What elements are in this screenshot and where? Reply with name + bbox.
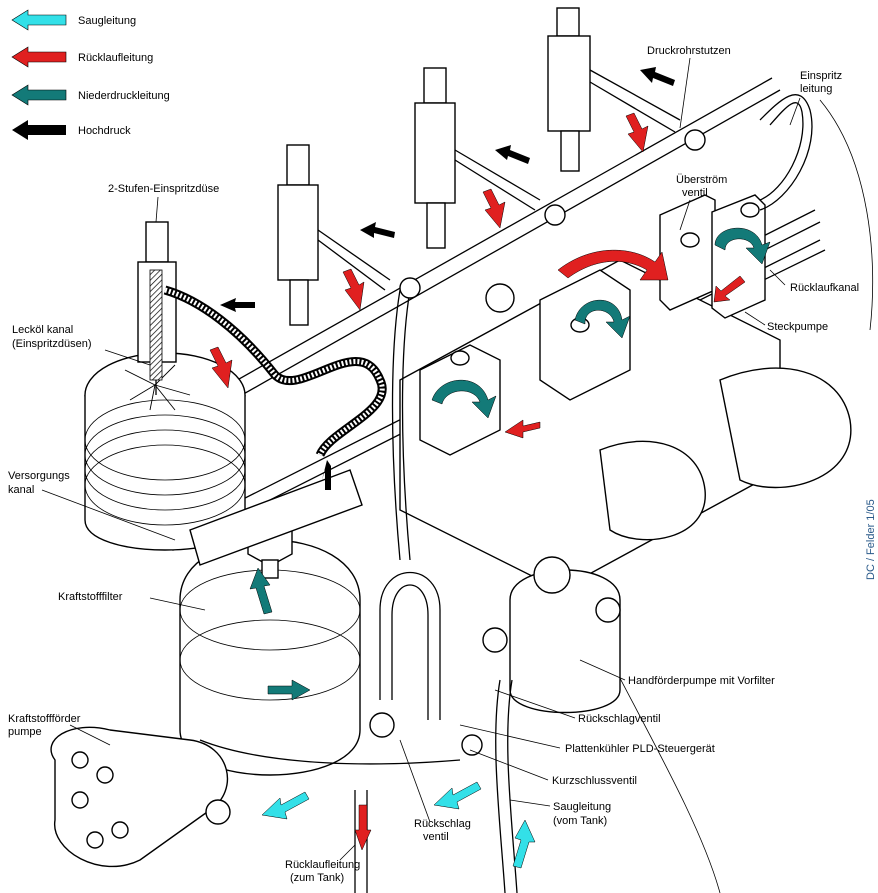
legend-label: Rücklaufleitung [78, 52, 153, 64]
label-kurzschlussventil: Kurzschlussventil [552, 775, 637, 787]
label-kraftstofffilter: Kraftstofffilter [58, 591, 123, 603]
black-arrow-icon [495, 145, 530, 164]
black-arrow-icon [360, 222, 395, 238]
label-ruecklaufleitung-1: Rücklaufleitung [285, 859, 360, 871]
label-versorgung-2: kanal [8, 484, 34, 496]
label-foerderpumpe-2: pumpe [8, 726, 42, 738]
teal-arrow-icon [431, 379, 497, 419]
legend-item-ruecklaufleitung: Rücklaufleitung [11, 46, 153, 68]
hand-priming-pump [482, 556, 621, 714]
red-arrow-icon [11, 46, 67, 68]
engine-drawing [50, 7, 874, 893]
labels: Druckrohrstutzen Einspritz leitung 2-Stu… [8, 45, 877, 884]
flow-arrows [209, 67, 771, 869]
cylinder-piston [84, 352, 246, 551]
label-einspritzleitung-1: Einspritz [800, 70, 842, 82]
teal-arrow-icon [267, 679, 311, 701]
feed-pump [50, 726, 231, 868]
label-saugleitung-2: (vom Tank) [553, 815, 607, 827]
black-arrow-icon [220, 298, 255, 312]
teal-arrow-icon [11, 84, 67, 106]
fuel-filter [179, 469, 363, 776]
label-ueberstrom-1: Überström [676, 174, 727, 186]
label-handfoerderpumpe: Handförderpumpe mit Vorfilter [628, 675, 775, 687]
label-saugleitung-1: Saugleitung [553, 801, 611, 813]
label-ueberstrom-2: ventil [682, 187, 708, 199]
legend: Saugleitung Rücklaufleitung Niederdruckl… [11, 9, 170, 140]
legend-label: Saugleitung [78, 15, 136, 27]
pipe-network [199, 94, 813, 893]
injector-4 [547, 7, 681, 172]
cyan-arrow-icon [433, 781, 482, 810]
black-arrow-icon [640, 67, 675, 86]
label-rueckschlag-2: ventil [423, 831, 449, 843]
red-arrow-icon [713, 275, 746, 303]
pump-block [399, 194, 852, 591]
label-leckoel-1: Lecköl kanal [12, 324, 73, 336]
injector-2stage [137, 221, 177, 395]
label-ruecklaufleitung-2: (zum Tank) [290, 872, 344, 884]
red-arrow-icon [504, 419, 541, 439]
label-plattenkuehler: Plattenkühler PLD-Steuergerät [565, 743, 715, 755]
legend-item-saugleitung: Saugleitung [11, 9, 136, 31]
teal-arrow-icon [714, 227, 771, 265]
label-leckoel-2: (Einspritzdüsen) [12, 338, 91, 350]
outline-arc [819, 99, 874, 331]
leader-lines [41, 57, 801, 861]
label-foerderpumpe-1: Kraftstoffförder [8, 713, 81, 725]
black-arrow-icon [322, 460, 331, 490]
legend-label: Niederdruckleitung [78, 90, 170, 102]
cyan-arrow-icon [11, 9, 67, 31]
label-2-stufen-einspritzduese: 2-Stufen-Einspritzdüse [108, 183, 219, 195]
side-note: DC / Felder 1/05 [865, 499, 877, 580]
red-arrow-icon [354, 804, 372, 851]
red-arrow-icon [342, 268, 365, 311]
red-arrow-icon [209, 346, 233, 389]
teal-arrow-icon [249, 567, 273, 615]
legend-item-niederdruckleitung: Niederdruckleitung [11, 84, 170, 106]
cyan-arrow-icon [261, 791, 310, 820]
label-einspritzleitung-2: leitung [800, 83, 832, 95]
label-versorgung-1: Versorgungs [8, 470, 70, 482]
label-rueckschlagventil-top: Rückschlagventil [578, 713, 661, 725]
label-ruecklaufkanal: Rücklaufkanal [790, 282, 859, 294]
label-druckrohrstutzen: Druckrohrstutzen [647, 45, 731, 57]
red-arrow-icon [625, 112, 649, 153]
label-steckpumpe: Steckpumpe [767, 321, 828, 333]
legend-item-hochdruck: Hochdruck [12, 120, 131, 140]
red-arrow-icon [557, 249, 669, 281]
cyan-arrow-icon [512, 819, 536, 869]
injector-2 [277, 144, 391, 326]
legend-label: Hochdruck [78, 125, 131, 137]
injector-3 [414, 67, 541, 249]
label-rueckschlag-1: Rückschlag [414, 818, 471, 830]
red-arrow-icon [482, 188, 506, 229]
black-arrow-icon [12, 120, 66, 140]
